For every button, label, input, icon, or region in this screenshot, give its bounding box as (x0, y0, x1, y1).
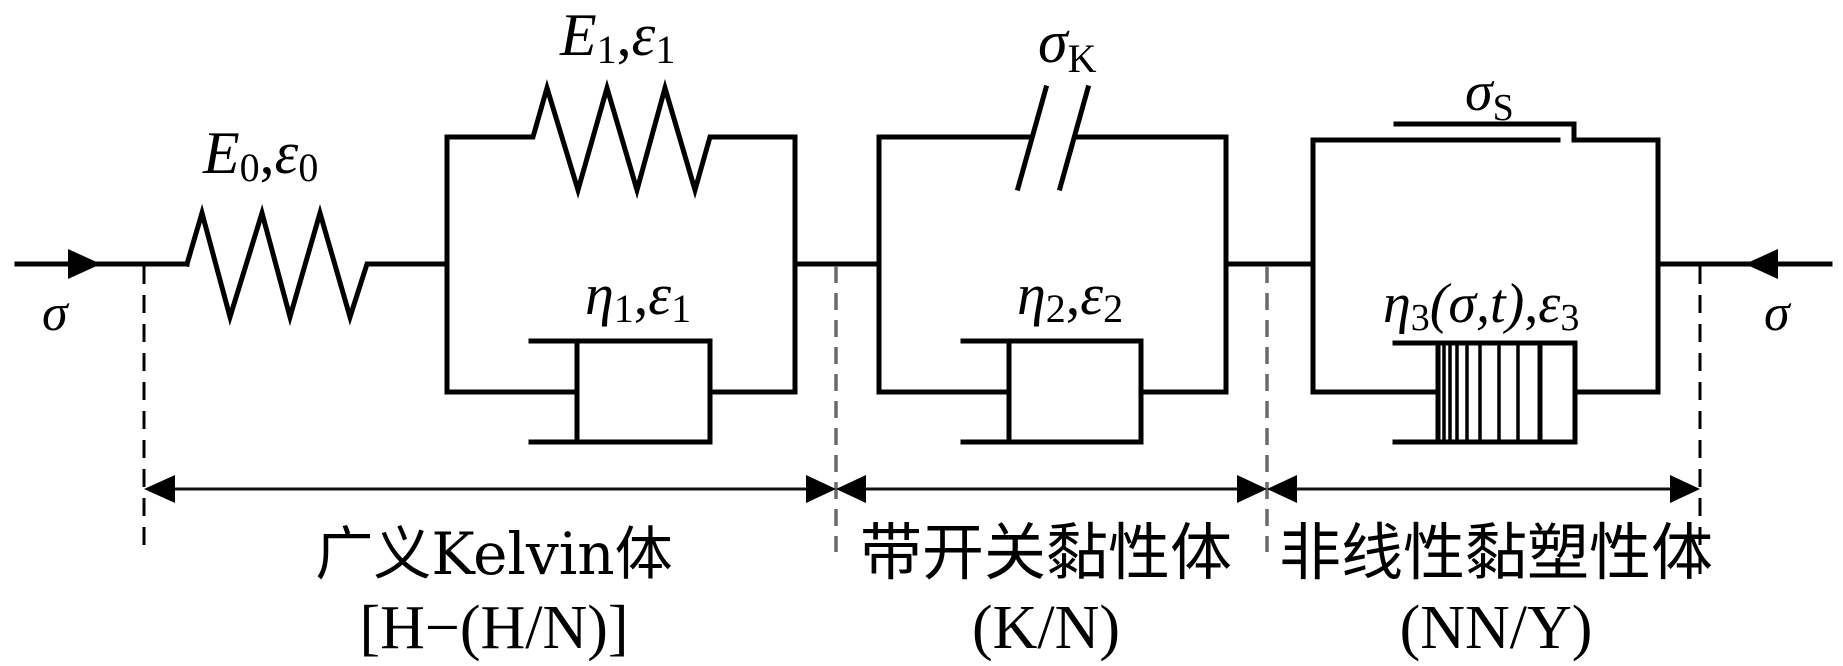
dimension-kelvin (144, 475, 836, 503)
viscoplastic-block (1310, 121, 1661, 445)
dimension-arrow-left-icon (836, 475, 866, 503)
body-kelvin-code: [H−(H/N)] (359, 594, 628, 662)
spring-e0 (183, 203, 450, 327)
right-stress-symbol: σ (1764, 285, 1792, 342)
left-stress-symbol: σ (42, 285, 70, 342)
body-kn-name: 带开关黏性体 (860, 516, 1232, 589)
dimension-arrow-right-icon (1670, 475, 1700, 503)
dashpot3-label: η3(σ,t),ε3 (1383, 273, 1579, 339)
switch-viscous-block (876, 84, 1229, 445)
dimension-arrow-left-icon (144, 475, 175, 503)
left-load-arrow (14, 249, 190, 279)
dimension-arrow-right-icon (1237, 475, 1267, 503)
dashpot3-nonlinear-hatch-icon (1435, 340, 1543, 445)
spring-zigzag-icon (183, 203, 450, 327)
friction-slider-icon (1393, 121, 1661, 143)
friction-label: σS (1465, 61, 1514, 129)
kelvin-block (444, 78, 798, 445)
spring-e1-zigzag-icon (444, 78, 798, 200)
spring-e1-label: E1,ε1 (559, 2, 675, 72)
switch-contact-right-icon (1056, 84, 1092, 192)
dimension-nny (1267, 475, 1700, 503)
body-nny-name: 非线性黏塑性体 (1279, 516, 1713, 589)
body-nny-code: (NN/Y) (1400, 594, 1593, 662)
right-pointing-arrow-icon (68, 249, 101, 279)
dimension-arrow-left-icon (1267, 475, 1297, 503)
right-load-arrow (1655, 249, 1833, 279)
dimension-kn (836, 475, 1267, 503)
body-kn-code: (K/N) (972, 594, 1120, 662)
dashpot1-label: η1,ε1 (585, 262, 691, 331)
dimension-arrow-right-icon (806, 475, 836, 503)
switch-label: σK (1038, 9, 1097, 81)
body-kelvin-name: 广义Kelvin体 (315, 520, 672, 588)
dashpot2-label: η2,ε2 (1017, 262, 1123, 331)
left-pointing-arrow-icon (1745, 249, 1778, 279)
switch-contact-left-icon (1014, 84, 1050, 192)
spring-e0-label: E0,ε0 (202, 120, 318, 190)
